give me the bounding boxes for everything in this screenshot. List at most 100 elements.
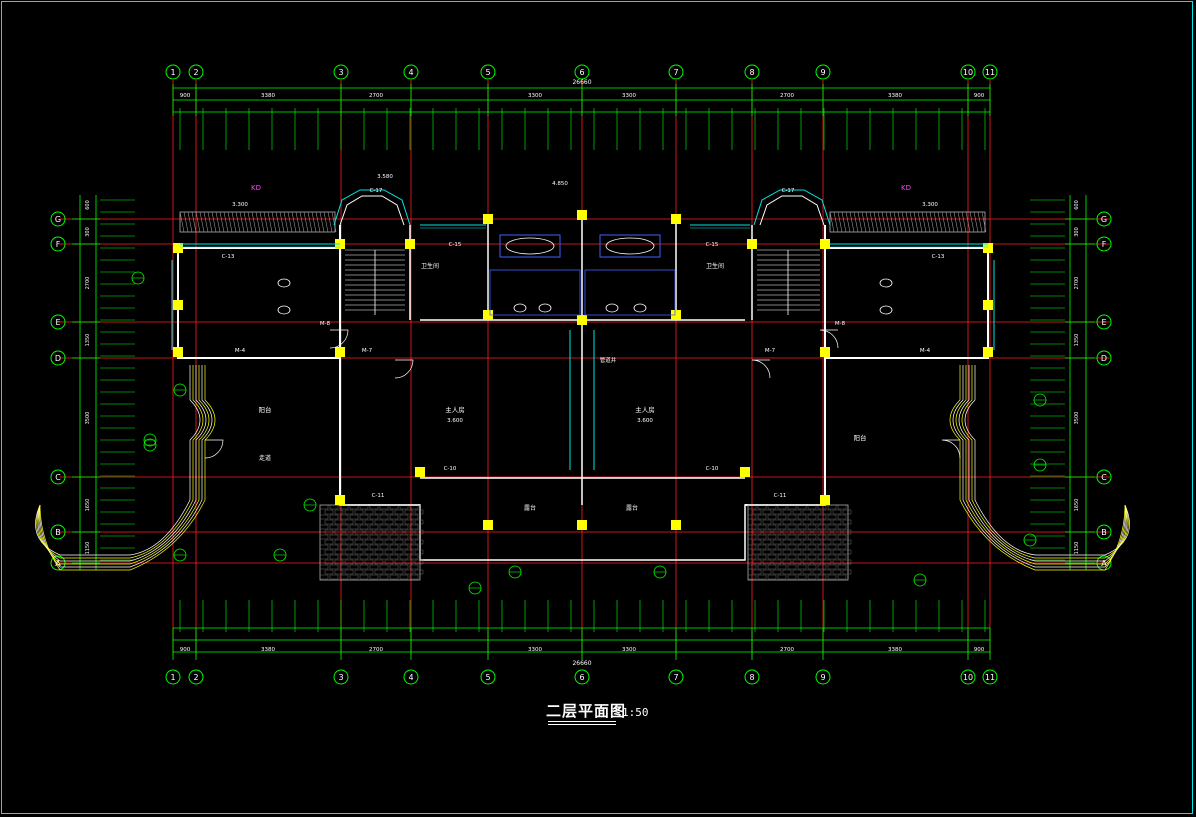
brick <box>757 544 767 550</box>
brick <box>359 554 369 560</box>
axis-label-F-right: F <box>1102 240 1107 249</box>
brick <box>399 524 409 530</box>
axis-label-4-bottom: 4 <box>408 673 413 682</box>
hatch-stroke <box>869 211 875 233</box>
brick <box>399 574 409 580</box>
axis-label-9-bottom: 9 <box>820 673 825 682</box>
hatch-stroke <box>299 211 305 233</box>
brick <box>827 574 837 580</box>
brick <box>787 544 797 550</box>
hatch-stroke <box>969 211 975 233</box>
brick <box>802 519 812 525</box>
brick <box>767 554 777 560</box>
brick <box>414 519 424 525</box>
brick <box>797 514 807 520</box>
brick <box>777 504 787 510</box>
brick <box>777 564 787 570</box>
brick <box>812 559 822 565</box>
brick <box>339 554 349 560</box>
brick <box>384 559 394 565</box>
structural-column-1 <box>173 347 183 357</box>
hatch-stroke <box>929 211 935 233</box>
dim-value-right-4: 3500 <box>1074 412 1080 425</box>
structural-column-14 <box>983 243 993 253</box>
brick <box>842 569 852 575</box>
brick <box>349 514 359 520</box>
tag-c10-right: C-10 <box>706 466 719 472</box>
hatch-stroke <box>267 211 273 233</box>
structural-column-7 <box>577 210 587 220</box>
brick <box>324 569 334 575</box>
brick <box>807 554 817 560</box>
brick <box>414 549 424 555</box>
brick <box>767 514 777 520</box>
balcony-rail-0 <box>37 365 207 562</box>
tag-c11-right: C-11 <box>774 493 787 499</box>
dim-value-right-1: 300 <box>1074 227 1080 237</box>
brick <box>782 539 792 545</box>
brick <box>364 569 374 575</box>
hatch-stroke <box>239 211 245 233</box>
dim-value-right-5: 1650 <box>1074 499 1080 512</box>
brick <box>369 544 379 550</box>
axis-bubble-9-bottom <box>815 669 831 685</box>
brick <box>842 549 852 555</box>
hatch-stroke <box>331 211 337 233</box>
brick <box>379 534 389 540</box>
structural-column-23 <box>173 300 183 310</box>
brick <box>414 529 424 535</box>
brick <box>772 569 782 575</box>
brick <box>772 549 782 555</box>
structural-column-10 <box>671 310 681 320</box>
structural-column-11 <box>747 239 757 249</box>
brick <box>344 559 354 565</box>
brick <box>757 524 767 530</box>
axis-bubble-4-bottom <box>403 669 419 685</box>
brick <box>374 519 384 525</box>
hatch-stroke <box>913 211 919 233</box>
axis-bubble-A-left <box>50 555 66 571</box>
hatch-stroke <box>873 211 879 233</box>
brick <box>414 539 424 545</box>
brick <box>812 519 822 525</box>
brick <box>837 574 847 580</box>
brick <box>319 564 329 570</box>
balcony-rail-1 <box>961 365 1129 559</box>
brick <box>359 544 369 550</box>
brick <box>404 509 414 515</box>
brick <box>359 574 369 580</box>
hatch-stroke <box>949 211 955 233</box>
brick <box>792 539 802 545</box>
wall-outline-right <box>825 248 989 359</box>
brick <box>837 504 847 510</box>
hatch-stroke <box>195 211 201 233</box>
brick <box>842 519 852 525</box>
axis-label-B-right: B <box>1101 528 1107 537</box>
brick <box>752 519 762 525</box>
drawing-title-block: 二层平面图 1:50 <box>546 700 666 730</box>
dim-value-bottom-7: 900 <box>974 647 985 653</box>
brick <box>837 544 847 550</box>
brick <box>374 529 384 535</box>
axis-bubble-5-bottom <box>480 669 496 685</box>
brick <box>409 504 419 510</box>
brick <box>354 559 364 565</box>
brick <box>817 554 827 560</box>
brick <box>369 554 379 560</box>
brick <box>827 544 837 550</box>
brick <box>832 539 842 545</box>
brick <box>319 534 329 540</box>
door-swing-4 <box>394 359 414 379</box>
dim-value-top-4: 3300 <box>622 93 636 99</box>
bay-window-0 <box>333 189 411 226</box>
hatch-stroke <box>199 211 205 233</box>
brick <box>767 534 777 540</box>
title-underline-2 <box>548 724 616 725</box>
structural-column-17 <box>820 495 830 505</box>
wall-center-left <box>339 225 420 506</box>
hatch-stroke <box>861 211 867 233</box>
brick <box>379 514 389 520</box>
